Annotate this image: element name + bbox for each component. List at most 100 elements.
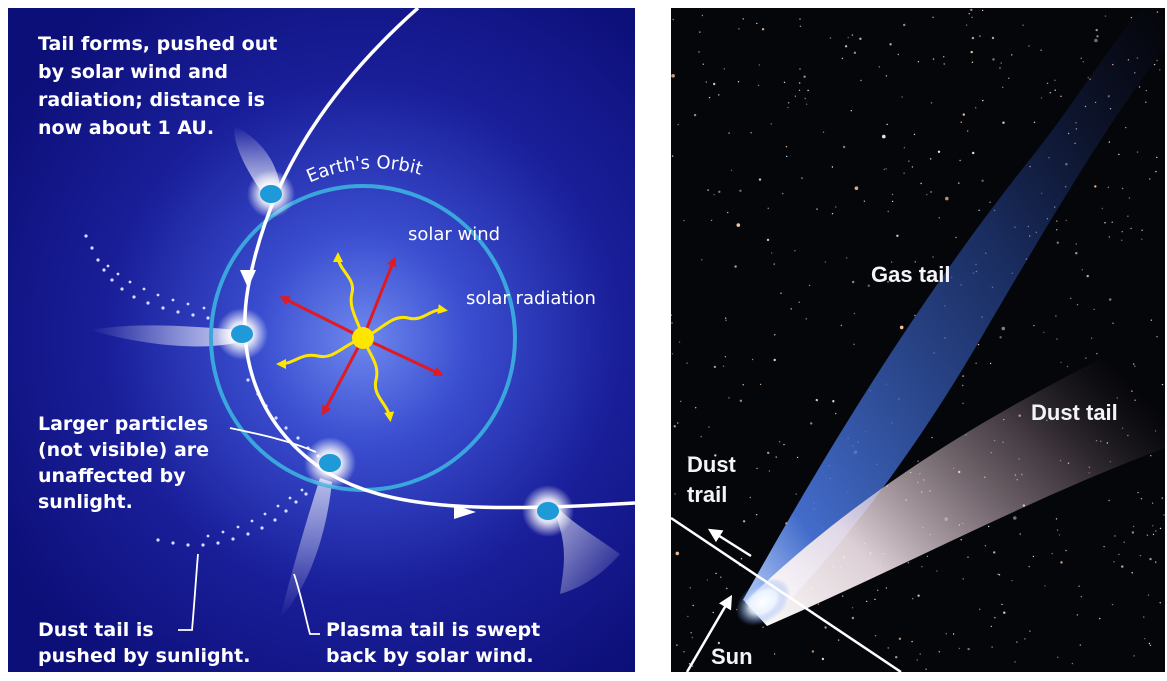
star: [1155, 561, 1157, 563]
star: [883, 168, 885, 171]
star: [672, 18, 674, 21]
star: [1141, 238, 1143, 240]
star: [723, 68, 725, 70]
star: [1131, 572, 1133, 574]
comet-tail-2: [90, 325, 240, 347]
star: [1056, 338, 1058, 340]
star: [757, 84, 760, 87]
star: [690, 632, 692, 634]
comet-orbit-diagram: Tail forms, pushed out by solar wind and…: [8, 8, 635, 672]
star: [842, 595, 844, 597]
star: [713, 365, 717, 369]
star: [742, 520, 746, 523]
star: [1148, 642, 1151, 645]
star: [907, 271, 910, 275]
star: [913, 133, 916, 136]
star: [936, 570, 938, 572]
star: [724, 356, 727, 358]
star: [1163, 514, 1165, 516]
star: [962, 113, 965, 116]
star: [1153, 63, 1156, 66]
star: [742, 384, 744, 386]
star: [1040, 97, 1043, 99]
star: [1071, 662, 1074, 665]
star: [1096, 352, 1098, 355]
star: [885, 75, 888, 77]
star: [686, 362, 688, 364]
star: [762, 626, 764, 628]
star: [1060, 561, 1063, 564]
star: [1121, 187, 1124, 190]
star: [979, 608, 981, 610]
star: [903, 23, 906, 27]
star: [887, 210, 889, 213]
star: [1075, 243, 1077, 245]
star: [1143, 616, 1145, 618]
star: [1108, 141, 1110, 143]
star: [851, 34, 854, 36]
star: [970, 8, 973, 12]
star: [1046, 82, 1049, 85]
star: [988, 525, 990, 528]
star: [917, 460, 919, 462]
star: [1133, 655, 1135, 657]
star: [787, 106, 789, 109]
star: [1080, 57, 1082, 59]
comet-tail-3: [280, 478, 332, 618]
star: [1056, 241, 1059, 244]
star: [1055, 518, 1058, 520]
star: [853, 343, 855, 345]
star: [817, 603, 820, 605]
star: [1125, 126, 1127, 129]
star: [687, 456, 689, 458]
star: [794, 95, 797, 97]
star: [962, 578, 964, 580]
star: [671, 322, 673, 324]
star: [1104, 15, 1107, 17]
star: [967, 130, 969, 132]
star: [832, 400, 835, 403]
star: [930, 158, 932, 160]
star: [687, 615, 689, 618]
leader-lines: [178, 427, 320, 635]
star: [671, 314, 672, 316]
star: [847, 36, 849, 39]
star: [773, 358, 776, 362]
star: [737, 81, 740, 83]
star: [959, 159, 961, 162]
star: [1111, 221, 1113, 223]
star: [749, 496, 751, 499]
star: [1043, 331, 1045, 334]
gas-tail: [743, 8, 1165, 620]
star: [782, 192, 784, 195]
star: [943, 56, 945, 58]
star: [1155, 530, 1157, 532]
star: [970, 50, 973, 54]
star: [799, 18, 801, 20]
star: [1013, 516, 1017, 520]
star: [914, 314, 916, 317]
star: [896, 234, 899, 237]
star: [824, 261, 827, 263]
star: [1022, 24, 1024, 26]
star: [860, 79, 862, 82]
star: [960, 121, 962, 123]
star: [1001, 603, 1003, 606]
star: [882, 134, 886, 139]
star: [859, 37, 862, 40]
star: [938, 651, 940, 653]
star: [920, 182, 922, 185]
star: [835, 412, 837, 415]
star: [671, 353, 674, 355]
solar-wind-label: solar wind: [408, 224, 500, 245]
star: [1065, 549, 1067, 552]
star: [773, 653, 776, 655]
star: [807, 89, 809, 92]
star: [1152, 533, 1155, 536]
star: [887, 281, 889, 283]
star: [803, 75, 806, 78]
star: [751, 358, 754, 361]
star: [1111, 603, 1114, 606]
star: [1159, 602, 1161, 604]
star: [1019, 533, 1021, 535]
